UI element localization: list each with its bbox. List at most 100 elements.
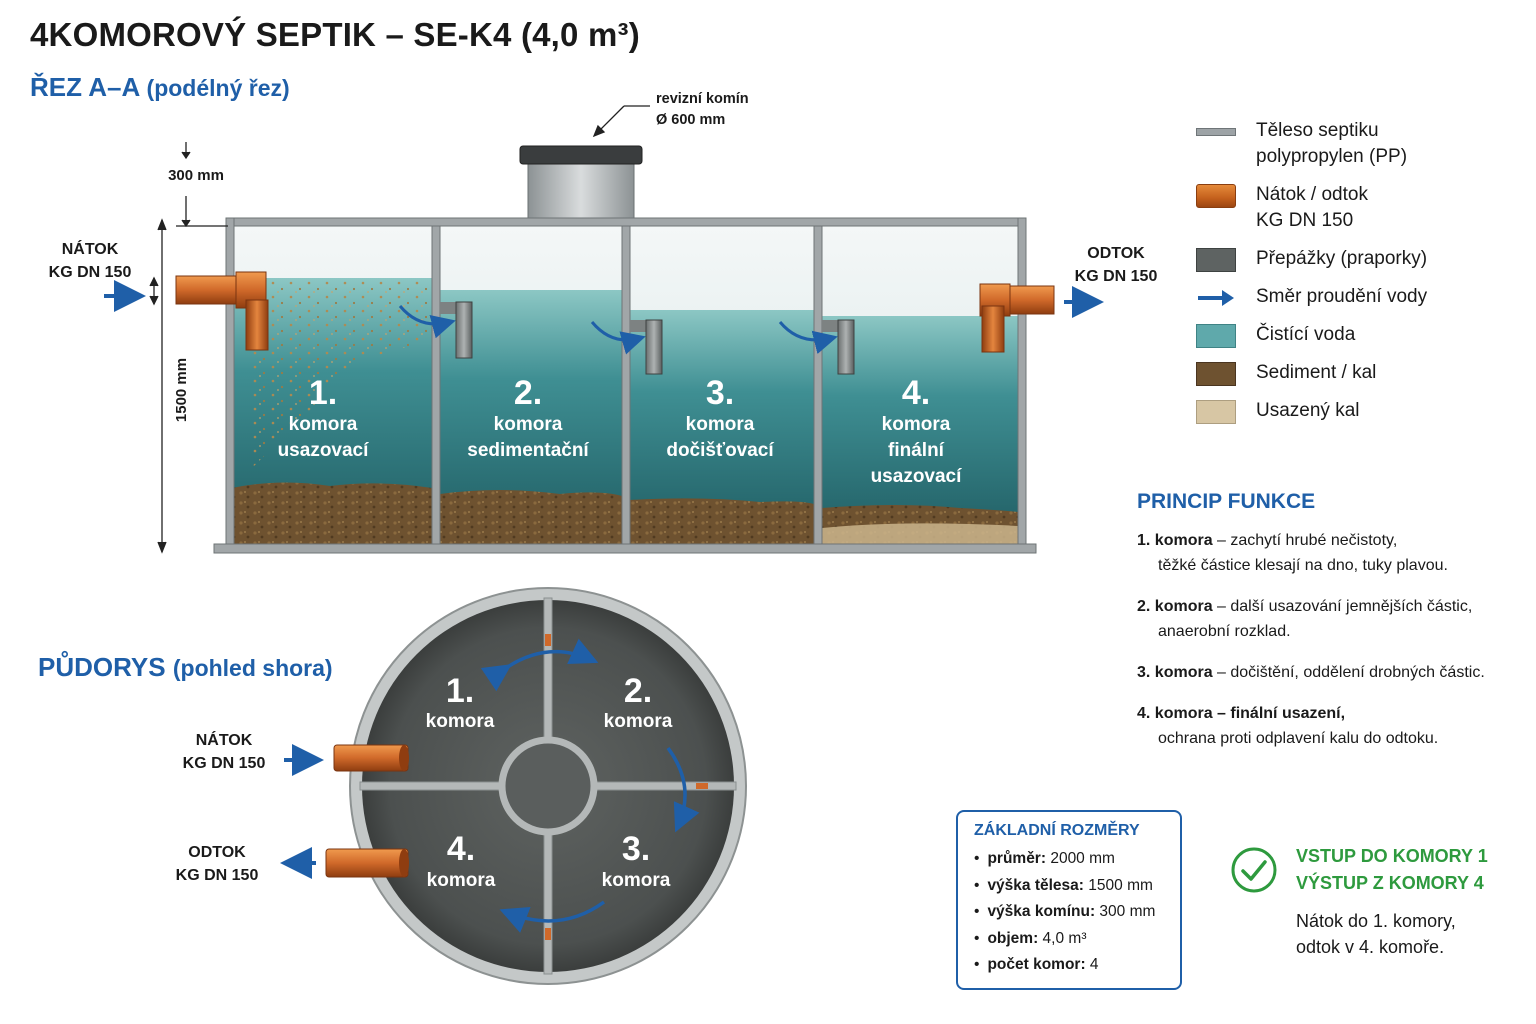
- section-cut-sub: (podélný řez): [146, 75, 290, 101]
- plan-chamber-1-label: komora: [426, 711, 495, 732]
- legend-item-body: Těleso septiku polypropylen (PP): [1196, 118, 1526, 170]
- legend-label: Přepážky (praporky): [1256, 248, 1428, 269]
- inout-note: Nátok do 1. komory, odtok v 4. komoře.: [1296, 908, 1456, 960]
- outlet-label-line2: KG DN 150: [1074, 268, 1158, 285]
- dimension-key: počet komor:: [987, 956, 1086, 973]
- dim-1500-label: 1500 mm: [173, 358, 190, 422]
- transfer-mark: [696, 783, 708, 789]
- inout-note-line1: Nátok do 1. komory,: [1296, 911, 1456, 931]
- dimension-item: výška tělesa: 1500 mm: [974, 873, 1164, 900]
- flow-arrow-icon: [666, 746, 700, 833]
- transfer-pipe-1: [440, 301, 473, 359]
- tank-plan: 1. komora 2. komora 3. komora 4. komora: [280, 587, 747, 985]
- section-cut-heading: ŘEZ A–A (podélný řez): [30, 72, 290, 103]
- chamber-2-type: sedimentační: [467, 440, 589, 461]
- princip-item-4: 4. komora – finální usazení, ochrana pro…: [1137, 701, 1527, 751]
- septic-diagram: 300 mm 1500 mm revizní komín Ø 600 mm 1.…: [104, 91, 1104, 985]
- dimension-value: 4,0 m³: [1038, 929, 1087, 947]
- chimney-lid: [519, 145, 643, 165]
- plan-chamber-3-label: komora: [602, 870, 671, 891]
- dimension-item: průměr: 2000 mm: [974, 846, 1164, 873]
- body-swatch: [1196, 128, 1236, 136]
- plan-chamber-4-label: komora: [427, 870, 496, 891]
- page-title: 4KOMOROVÝ SEPTIK – SE-K4 (4,0 m³): [30, 16, 640, 53]
- princip-text: – dočištění, oddělení drobných částic.: [1212, 664, 1485, 681]
- sediment-1: [232, 482, 432, 544]
- chamber-1-type: usazovací: [278, 440, 370, 461]
- plan-inlet-pipe-end: [399, 745, 409, 771]
- princip-text-line2: ochrana proti odplavení kalu do odtoku.: [1158, 730, 1439, 747]
- princip-text: – další usazování jemnějších částic,: [1212, 598, 1473, 615]
- outlet-pipe: [979, 283, 1055, 353]
- inlet-label: NÁTOK KG DN 150: [36, 238, 144, 284]
- legend-item-flow: Směr proudění vody: [1196, 284, 1526, 310]
- inout-note-line2: odtok v 4. komoře.: [1296, 937, 1445, 957]
- sediment-3: [630, 498, 814, 544]
- transfer-mark: [545, 634, 551, 646]
- princip-bold: komora: [1154, 532, 1213, 549]
- dimension-lines: [149, 105, 650, 554]
- legend-label: Nátok / odtok: [1256, 184, 1368, 205]
- dimension-item: objem: 4,0 m³: [974, 926, 1164, 953]
- flow-arrow-icon: [778, 321, 838, 355]
- chamber-3-type: dočišťovací: [666, 440, 774, 461]
- dimension-key: výška komínu:: [987, 903, 1096, 920]
- chamber-labels-plan: 1. komora 2. komora 3. komora 4. komora: [426, 672, 673, 891]
- inlet-pipe: [175, 271, 269, 351]
- plan-inlet-label-line1: NÁTOK: [195, 732, 253, 749]
- chamber-1-number: 1.: [309, 374, 337, 412]
- dimension-value: 1500 mm: [1083, 876, 1153, 894]
- inlet-label-line2: KG DN 150: [48, 264, 132, 281]
- legend-label: Směr proudění vody: [1256, 286, 1428, 307]
- dim-300-label: 300 mm: [168, 167, 224, 184]
- plan-chamber-4-number: 4.: [447, 830, 475, 868]
- plan-inlet-pipe: [333, 744, 409, 772]
- dimensions-list: průměr: 2000 mm výška tělesa: 1500 mm vý…: [974, 846, 1164, 979]
- chamber-4-type-line2: usazovací: [871, 466, 963, 487]
- tank-section: 300 mm 1500 mm revizní komín Ø 600 mm 1.…: [104, 91, 1104, 554]
- sediment-2: [440, 490, 622, 544]
- plan-chamber-2-label: komora: [604, 711, 673, 732]
- legend-item-water: Čistící voda: [1196, 322, 1526, 348]
- inout-heading: VSTUP DO KOMORY 1 VÝSTUP Z KOMORY 4: [1296, 843, 1488, 897]
- legend-label: Těleso septiku: [1256, 120, 1379, 141]
- partition-3: [813, 225, 823, 545]
- section-plan-sub: (pohled shora): [172, 655, 333, 681]
- flow-arrow-icon: [499, 900, 606, 933]
- tank-top-wall: [225, 217, 1027, 227]
- princip-text-line2: těžké částice klesají na dno, tuky plavo…: [1158, 557, 1448, 574]
- chimney-label-line1: revizní komín: [656, 91, 749, 107]
- plan-outlet-label: ODTOK KG DN 150: [163, 841, 271, 887]
- dimension-item: výška komínu: 300 mm: [974, 899, 1164, 926]
- section-cut-main: ŘEZ A–A: [30, 72, 140, 102]
- legend-label-line2: KG DN 150: [1256, 210, 1354, 231]
- inout-line1: VSTUP DO KOMORY 1: [1296, 846, 1488, 866]
- dimension-key: objem:: [987, 929, 1039, 947]
- chamber-labels-cut: 1. komora usazovací 2. komora sedimentač…: [278, 374, 963, 487]
- dimensions-box: ZÁKLADNÍ ROZMĚRY průměr: 2000 mm výška t…: [956, 810, 1182, 990]
- dimension-value: 4: [1085, 956, 1099, 973]
- plan-outlet-pipe-end: [399, 849, 409, 877]
- flow-arrow-icon: [398, 305, 456, 339]
- princip-bold: komora: [1154, 598, 1213, 615]
- legend-label: Sediment / kal: [1256, 362, 1377, 383]
- pipe-swatch: [1196, 184, 1236, 208]
- plan-outlet-label-line1: ODTOK: [188, 844, 246, 861]
- tank-left-wall: [225, 217, 235, 549]
- princip-number: 2.: [1137, 598, 1151, 615]
- sediment-swatch: [1196, 362, 1236, 386]
- chimney-label-line2: Ø 600 mm: [656, 112, 725, 128]
- dimensions-heading: ZÁKLADNÍ ROZMĚRY: [974, 822, 1140, 839]
- dimension-key: průměr:: [987, 850, 1047, 867]
- outlet-label: ODTOK KG DN 150: [1062, 242, 1170, 288]
- tank-right-wall: [1017, 217, 1027, 549]
- plan-chamber-3-number: 3.: [622, 830, 650, 868]
- chamber-4-type: finální: [888, 440, 945, 461]
- princip-item-2: 2. komora – další usazování jemnějších č…: [1137, 594, 1527, 644]
- plan-chamber-1-number: 1.: [446, 672, 474, 710]
- inlet-label-line1: NÁTOK: [61, 241, 119, 258]
- legend-label-line2: polypropylen (PP): [1256, 146, 1408, 167]
- outlet-label-line1: ODTOK: [1087, 245, 1145, 262]
- chamber-2-label: komora: [494, 414, 563, 435]
- dimension-value: 2000 mm: [1046, 850, 1115, 867]
